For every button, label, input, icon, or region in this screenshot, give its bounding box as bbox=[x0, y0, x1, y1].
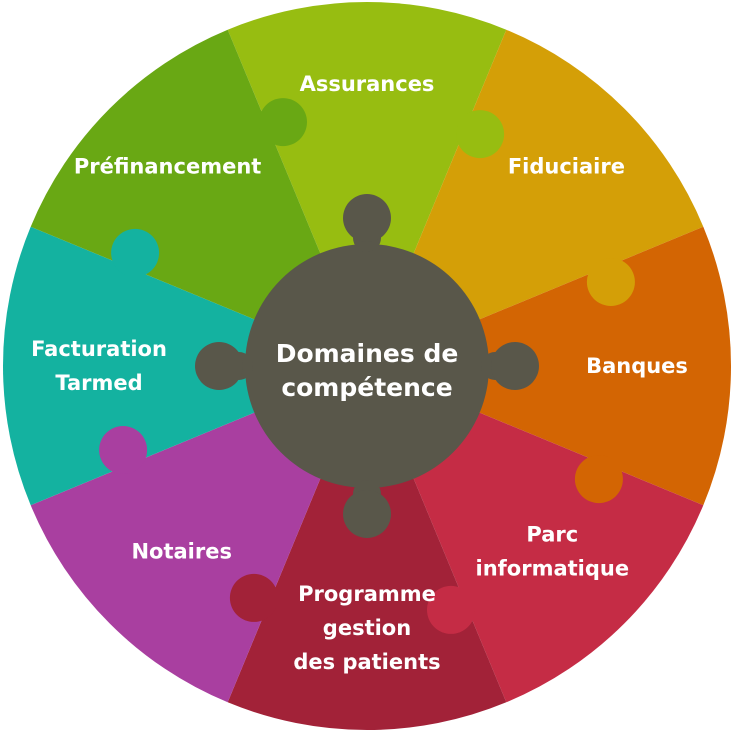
puzzle-tab-banques bbox=[574, 455, 623, 504]
puzzle-tab-parc-informatique bbox=[427, 585, 475, 634]
segment-label-notaires: Notaires bbox=[131, 539, 232, 563]
segment-label-programme-gestion: des patients bbox=[293, 650, 440, 674]
center-label: Domaines de bbox=[276, 339, 459, 368]
puzzle-tab-programme-gestion bbox=[229, 573, 278, 622]
puzzle-tab-fiduciaire bbox=[586, 258, 635, 306]
segment-banques bbox=[367, 226, 732, 506]
puzzle-tab-prefinancement bbox=[259, 98, 307, 147]
segment-label-fiduciaire: Fiduciaire bbox=[508, 155, 625, 179]
puzzle-tab-notaires bbox=[99, 426, 148, 474]
segment-label-parc-informatique: Parc bbox=[526, 522, 578, 546]
segment-label-programme-gestion: gestion bbox=[323, 616, 411, 640]
segment-label-parc-informatique: informatique bbox=[476, 556, 630, 580]
segment-label-facturation-tarmed: Facturation bbox=[31, 337, 167, 361]
puzzle-tabs-group bbox=[99, 98, 635, 634]
center-hub-knob bbox=[343, 490, 391, 538]
segment-facturation-tarmed bbox=[2, 226, 368, 506]
center-hub-knob bbox=[343, 194, 391, 242]
segment-label-prefinancement: Préfinancement bbox=[74, 155, 261, 179]
center-hub bbox=[195, 194, 539, 538]
puzzle-tab-facturation-tarmed bbox=[111, 228, 160, 277]
center-label: compétence bbox=[281, 373, 452, 402]
segment-label-assurances: Assurances bbox=[300, 72, 435, 96]
segment-assurances bbox=[227, 1, 507, 366]
center-hub-knob bbox=[491, 342, 539, 390]
segment-label-facturation-tarmed: Tarmed bbox=[55, 371, 142, 395]
segment-programme-gestion bbox=[227, 366, 507, 731]
segment-label-programme-gestion: Programme bbox=[298, 582, 436, 606]
center-hub-disc bbox=[245, 244, 489, 488]
segment-label-banques: Banques bbox=[586, 354, 688, 378]
center-hub-knob bbox=[195, 342, 243, 390]
puzzle-tab-assurances bbox=[456, 110, 505, 159]
